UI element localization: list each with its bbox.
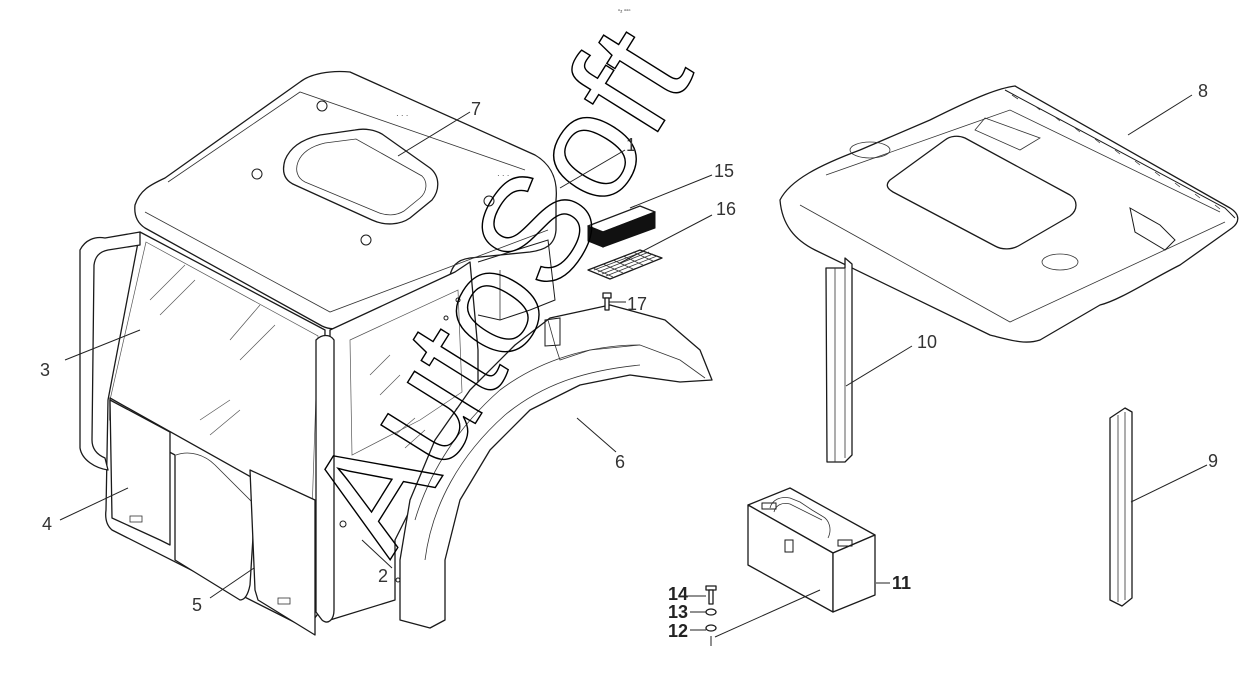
- air-filter-15: [587, 205, 656, 248]
- callout-7: 7: [471, 99, 481, 119]
- callout-8: 8: [1198, 81, 1208, 101]
- channel-10: [825, 257, 853, 463]
- toolbox-11: [747, 487, 876, 613]
- callout-13: 13: [668, 602, 688, 622]
- callout-labels: 1 2 3 4 5 6 7 8 9 10 11 12 13 14 15 16 1…: [40, 81, 1218, 641]
- svg-text:· · ·: · · ·: [396, 111, 408, 120]
- fastener-stack: [705, 585, 717, 646]
- callout-3: 3: [40, 360, 50, 380]
- callout-15: 15: [714, 161, 734, 181]
- roof-liner-8: [779, 85, 1239, 343]
- fender-assembly: [399, 304, 713, 629]
- callout-17: 17: [627, 294, 647, 314]
- callout-1: 1: [626, 135, 636, 155]
- callout-11: 11: [892, 573, 911, 593]
- callout-12: 12: [668, 621, 688, 641]
- callout-14: 14: [668, 584, 688, 604]
- cab-assembly: · · · · · ·: [79, 70, 558, 636]
- callout-5: 5: [192, 595, 202, 615]
- callout-4: 4: [42, 514, 52, 534]
- callout-9: 9: [1208, 451, 1218, 471]
- cab-corner-post: [315, 334, 335, 623]
- leader-lines: [59, 94, 1208, 638]
- callout-2: 2: [378, 566, 388, 586]
- liner-window: [886, 135, 1077, 250]
- callout-6: 6: [615, 452, 625, 472]
- svg-text:· · ·: · · ·: [497, 171, 509, 180]
- header-mark: ▫₂ ▫▫▫: [618, 8, 631, 14]
- callout-16: 16: [716, 199, 736, 219]
- bolt-17: [602, 292, 612, 311]
- lower-left-skirt: [109, 399, 171, 546]
- roof-hatch: [282, 128, 439, 225]
- callout-10: 10: [917, 332, 937, 352]
- channel-9: [1109, 407, 1133, 607]
- fender: [399, 304, 713, 629]
- cab-door: [249, 469, 316, 636]
- filter-grille-16: [587, 249, 663, 280]
- cab-left-door: [79, 231, 141, 471]
